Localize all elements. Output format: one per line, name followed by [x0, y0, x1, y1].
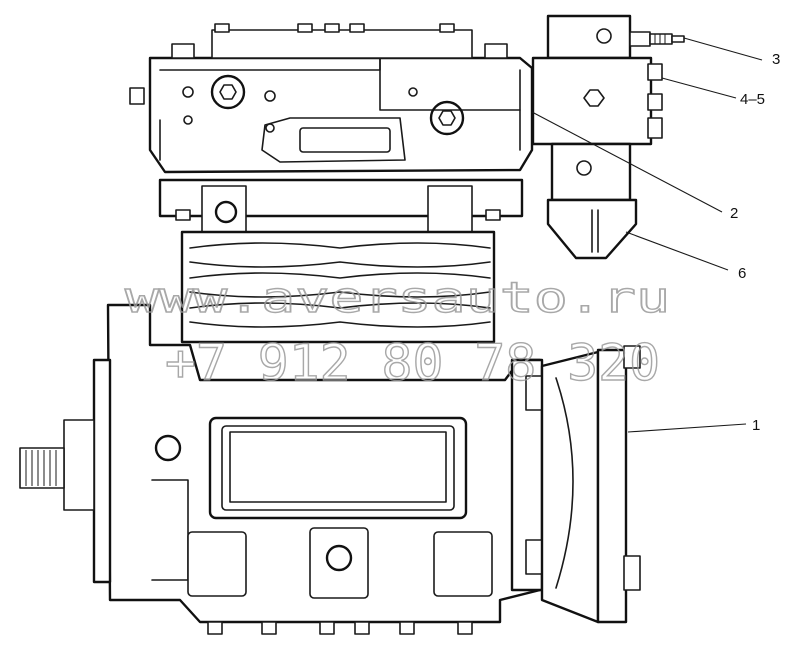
callout-3: 3	[772, 51, 780, 68]
callout-1: 1	[752, 417, 760, 434]
callout-6: 6	[738, 265, 746, 282]
cylinder-block	[158, 178, 524, 344]
watermark-url: www.aversauto.ru	[125, 273, 670, 322]
watermark: www.aversauto.ru +7 912 80 78 320	[124, 272, 670, 392]
leader-1	[627, 423, 747, 433]
leader-4-5	[661, 77, 737, 99]
leader-6	[625, 231, 729, 271]
governor-valve	[531, 14, 685, 260]
callout-4-5: 4–5	[740, 91, 765, 108]
leader-3	[683, 37, 763, 61]
leader-lines	[531, 37, 763, 433]
callout-labels: 3 4–5 2 6 1	[730, 51, 780, 434]
cylinder-head	[129, 23, 534, 174]
watermark-phone: +7 912 80 78 320	[165, 334, 660, 392]
leader-2	[531, 111, 723, 213]
rear-end-cover	[510, 345, 641, 624]
crankcase	[19, 303, 542, 635]
callout-2: 2	[730, 205, 738, 222]
